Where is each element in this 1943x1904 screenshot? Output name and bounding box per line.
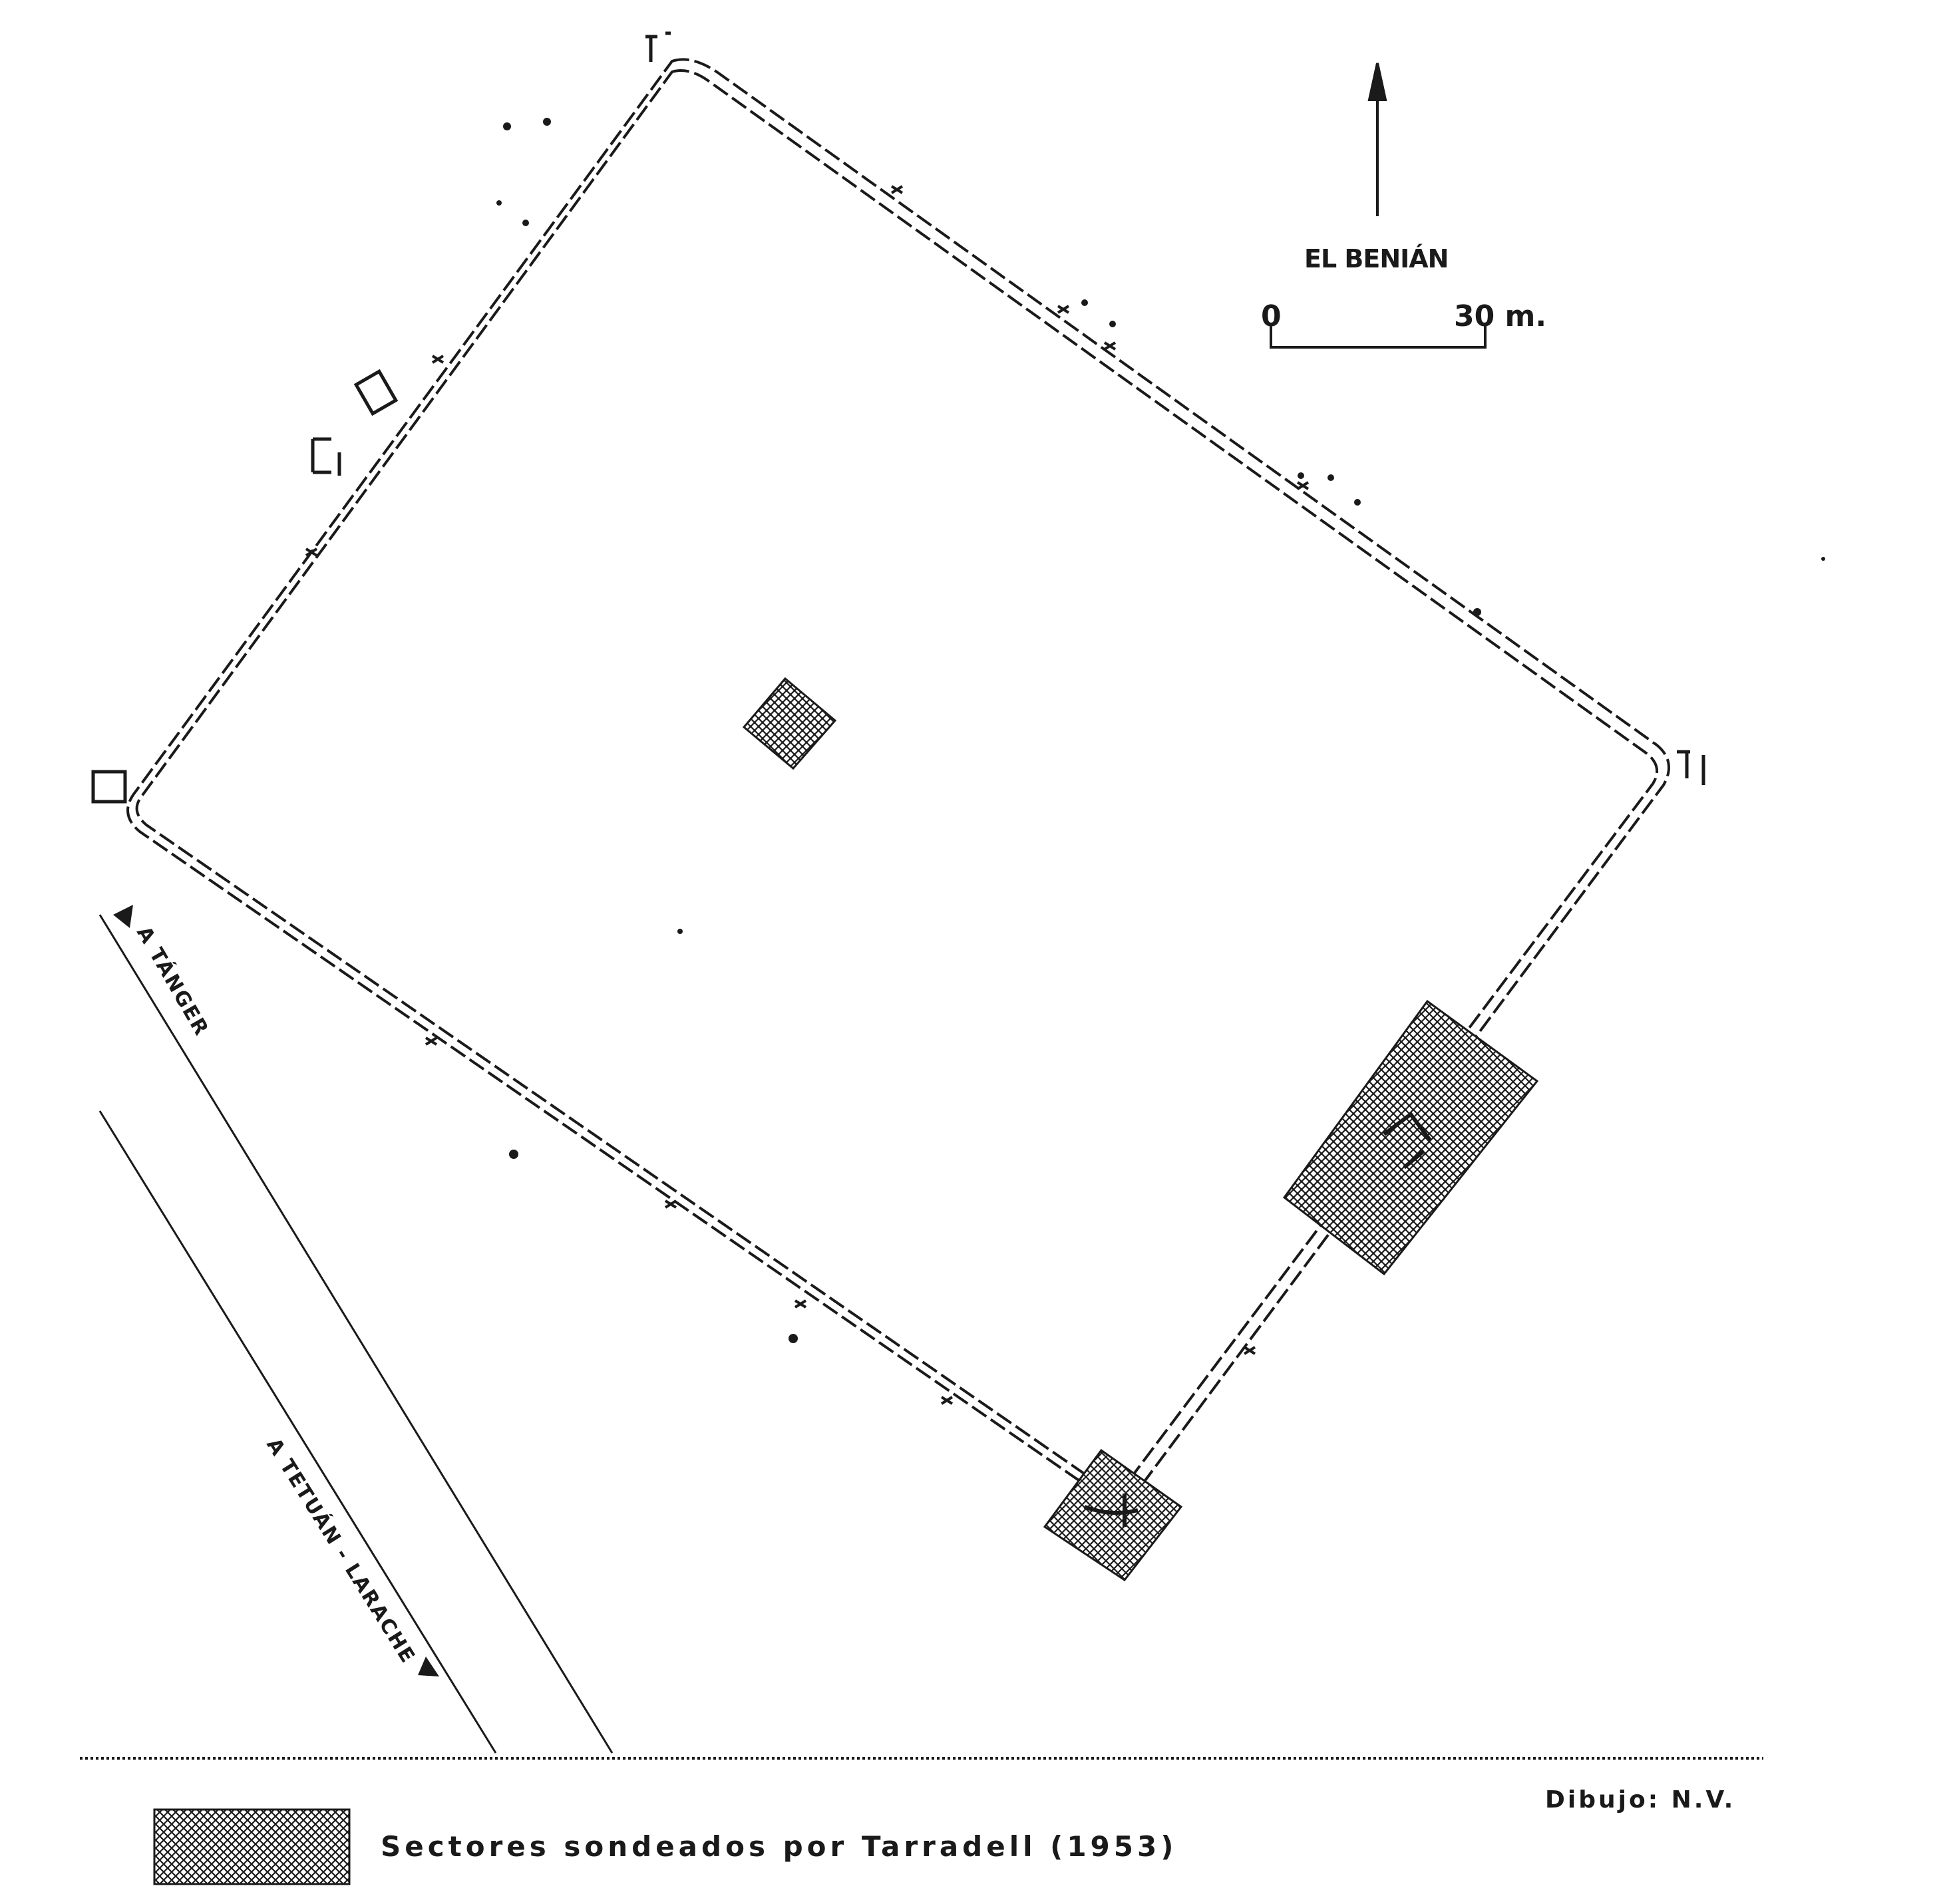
road-label-tetuan-larache: A TETUÁN - LARACHE: [262, 1434, 421, 1668]
excavated-sector-south-corner: [1043, 1448, 1183, 1582]
scale-bar: [1270, 326, 1487, 349]
legend-label: Sectores sondeados por Tarradell (1953): [381, 1830, 1177, 1863]
site-name-label: EL BENIÁN: [1304, 244, 1448, 273]
scattered-stone-marks: [496, 118, 1825, 1343]
scale-bar-end-label: 30 m.: [1454, 299, 1546, 333]
roads: [98, 914, 614, 1754]
legend-swatch: [153, 1808, 351, 1885]
enclosure-wall: [126, 58, 1670, 1501]
road-direction-arrows: [113, 905, 439, 1676]
drawing-credit: Dibujo: N.V.: [1545, 1786, 1735, 1814]
east-gate-structure: [1083, 1111, 1433, 1527]
north-arrow-icon: [1367, 63, 1387, 216]
tetuan-larache-arrow-icon: [418, 1657, 439, 1676]
scale-bar-start-label: 0: [1261, 299, 1282, 333]
excavated-sector-center: [742, 677, 837, 770]
tower-marks: [91, 31, 1705, 804]
wall-tick-marks: [305, 185, 1310, 1405]
excavated-sectors: [742, 677, 1539, 1582]
tanger-arrow-icon: [113, 905, 133, 928]
excavated-sector-east-gate: [1282, 999, 1539, 1276]
road-label-tanger: A TÁNGER: [132, 922, 214, 1040]
